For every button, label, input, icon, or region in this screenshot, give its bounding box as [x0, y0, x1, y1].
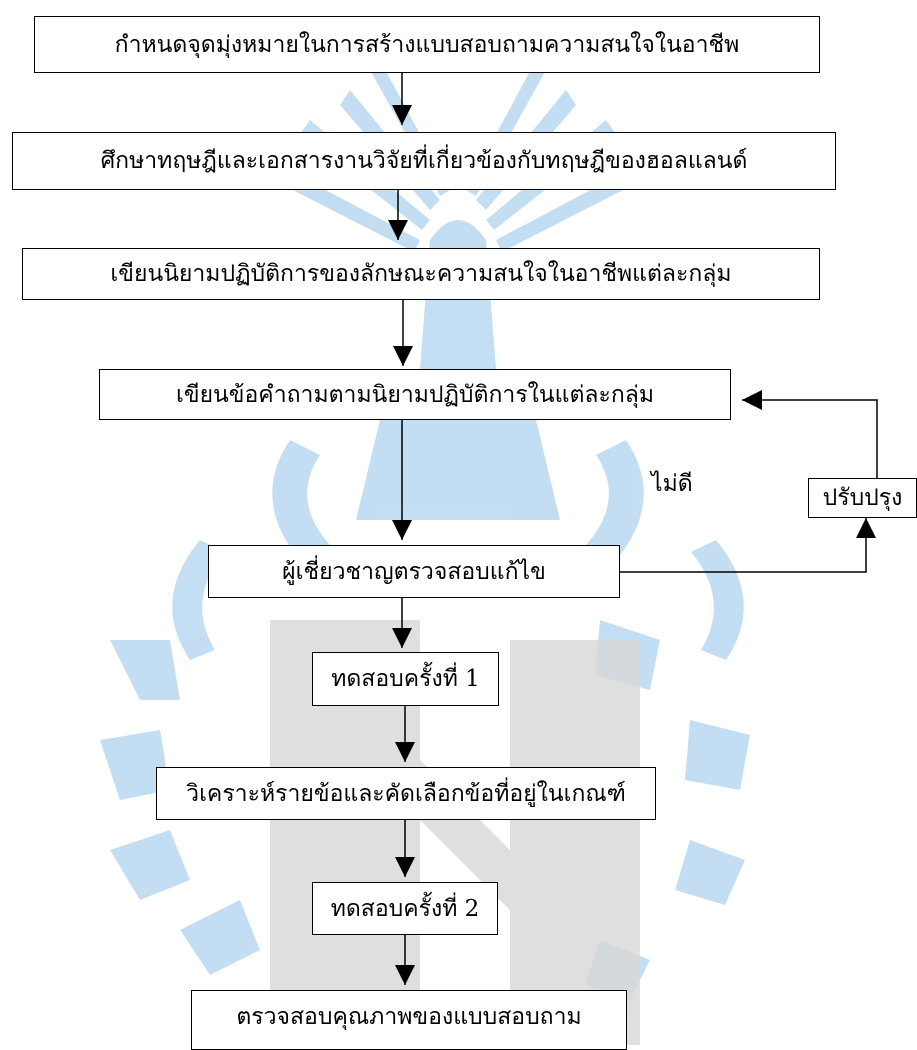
arrow-revise-back [742, 390, 878, 478]
step-6-label: ทดสอบครั้งที่ 1 [331, 666, 480, 692]
revise-label: ปรับปรุง [822, 485, 903, 511]
revise-box: ปรับปรุง [808, 478, 917, 518]
step-7-label: วิเคราะห์รายข้อและคัดเลือกข้อที่อยู่ในเก… [186, 780, 626, 807]
step-8-label: ทดสอบครั้งที่ 2 [330, 895, 480, 922]
step-7-box: วิเคราะห์รายข้อและคัดเลือกข้อที่อยู่ในเก… [156, 767, 656, 820]
step-3-label: เขียนนิยามปฏิบัติการของลักษณะความสนใจในอ… [110, 261, 732, 287]
step-4-box: เขียนข้อคำถามตามนิยามปฏิบัติการในแต่ละกล… [99, 369, 731, 420]
step-8-box: ทดสอบครั้งที่ 2 [312, 882, 498, 935]
arrow-to-revise [620, 518, 876, 573]
step-1-label: กำหนดจุดมุ่งหมายในการสร้างแบบสอบถามความส… [114, 31, 740, 58]
step-9-box: ตรวจสอบคุณภาพของแบบสอบถาม [191, 990, 627, 1050]
step-4-label: เขียนข้อคำถามตามนิยามปฏิบัติการในแต่ละกล… [175, 381, 655, 408]
step-6-box: ทดสอบครั้งที่ 1 [312, 652, 499, 706]
step-3-box: เขียนนิยามปฏิบัติการของลักษณะความสนใจในอ… [22, 248, 820, 300]
step-2-box: ศึกษาทฤษฎีและเอกสารงานวิจัยที่เกี่ยวข้อง… [12, 132, 836, 190]
step-5-label: ผู้เชี่ยวชาญตรวจสอบแก้ไข [282, 558, 546, 585]
not-good-label: ไม่ดี [651, 471, 693, 497]
step-9-label: ตรวจสอบคุณภาพของแบบสอบถาม [236, 1004, 582, 1030]
step-2-label: ศึกษาทฤษฎีและเอกสารงานวิจัยที่เกี่ยวข้อง… [100, 148, 748, 174]
step-1-box: กำหนดจุดมุ่งหมายในการสร้างแบบสอบถามความส… [34, 16, 820, 73]
step-5-box: ผู้เชี่ยวชาญตรวจสอบแก้ไข [208, 545, 620, 598]
